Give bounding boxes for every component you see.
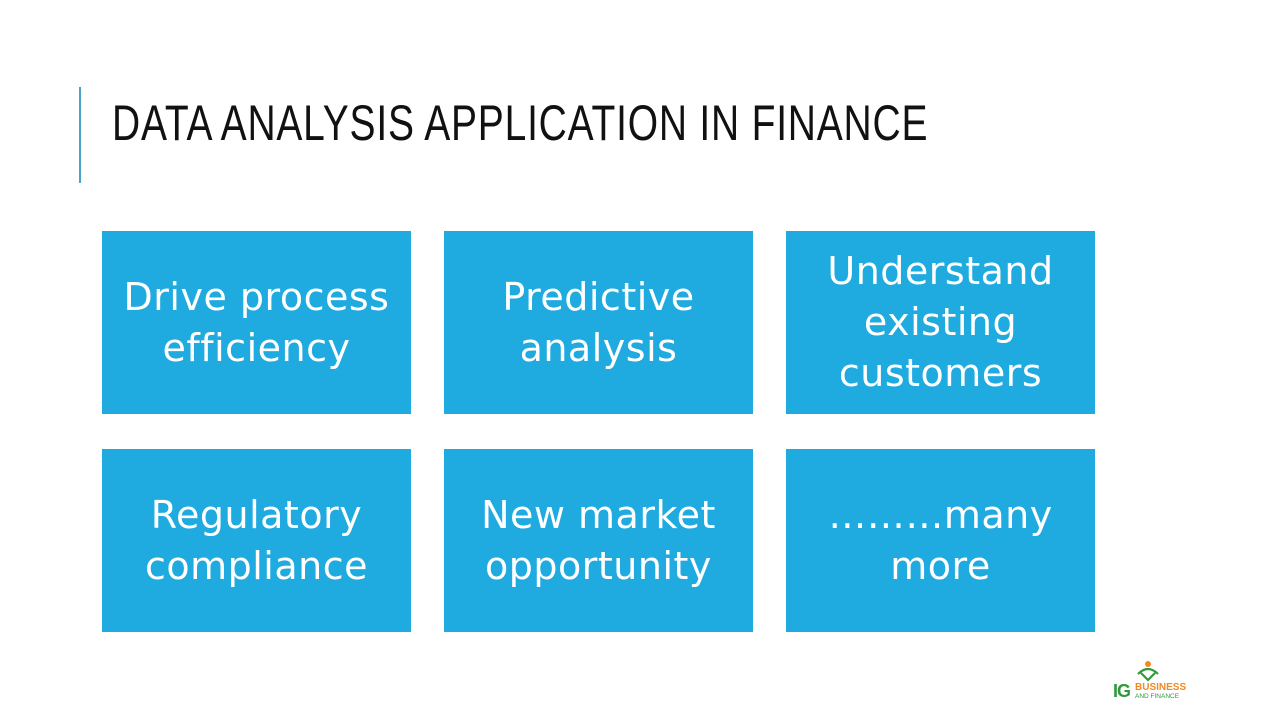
tile-label: Understand existing customers (827, 249, 1054, 395)
tile-understand-existing-customers: Understand existing customers (786, 231, 1095, 414)
logo-line-finance: AND FINANCE (1135, 693, 1180, 700)
tile-label: Predictive analysis (502, 274, 695, 370)
tile-many-more: ………many more (786, 449, 1095, 632)
tile-label: ………many more (828, 492, 1053, 588)
person-roof-icon (1137, 661, 1159, 682)
tile-new-market-opportunity: New market opportunity (444, 449, 753, 632)
tile-label: Drive process efficiency (123, 274, 390, 370)
tile-regulatory-compliance: Regulatory compliance (102, 449, 411, 632)
logo-mark: IG (1113, 681, 1131, 701)
tile-label: New market opportunity (481, 492, 716, 588)
tile-drive-process-efficiency: Drive process efficiency (102, 231, 411, 414)
tile-predictive-analysis: Predictive analysis (444, 231, 753, 414)
slide-title: DATA ANALYSIS APPLICATION IN FINANCE (112, 95, 929, 151)
logo-line-business: BUSINESS (1135, 682, 1187, 693)
tile-label: Regulatory compliance (144, 492, 369, 588)
title-accent-bar (79, 87, 81, 183)
brand-logo: IG BUSINESS AND FINANCE (1110, 660, 1195, 705)
